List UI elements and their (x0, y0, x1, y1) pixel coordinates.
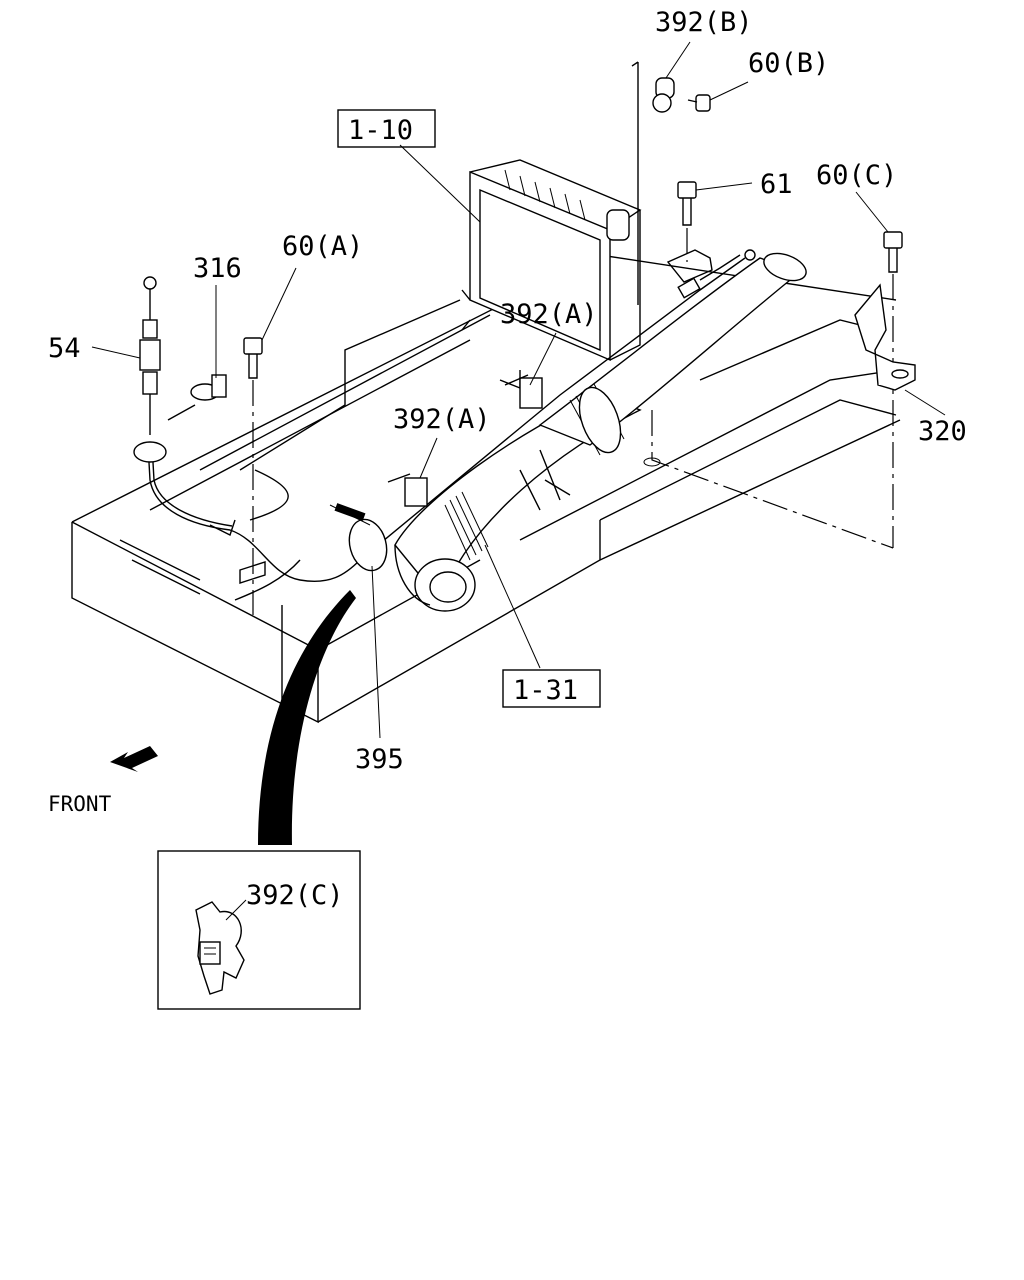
label-392b: 392(B) (655, 7, 753, 38)
front-arrow-icon (110, 746, 158, 772)
label-ref-1-31: 1-31 (513, 675, 578, 706)
detail-arrow (258, 590, 356, 845)
clip-392a-lower (387, 473, 428, 507)
clip-392b (631, 61, 711, 305)
bracket-320 (643, 283, 916, 549)
clamp-395 (329, 503, 388, 572)
label-61: 61 (760, 169, 793, 200)
label-392a-lower: 392(A) (393, 404, 491, 435)
label-60c: 60(C) (816, 160, 897, 191)
label-54: 54 (48, 333, 81, 364)
intake-duct (394, 252, 807, 612)
chassis-frame (71, 254, 901, 724)
label-392c: 392(C) (246, 880, 344, 911)
label-ref-1-10: 1-10 (348, 115, 413, 146)
label-60b: 60(B) (748, 48, 829, 79)
control-cable (133, 249, 756, 582)
label-316: 316 (193, 253, 242, 284)
bolt-60a (239, 337, 266, 615)
ref-box-1-10 (337, 109, 436, 148)
clip-316 (167, 374, 227, 421)
label-320: 320 (918, 416, 967, 447)
label-front: FRONT (48, 792, 112, 816)
clip-392c (195, 901, 245, 995)
radiator (461, 159, 642, 390)
label-395: 395 (355, 744, 404, 775)
ref-box-1-31 (502, 669, 601, 708)
clip-392a-upper (504, 374, 543, 409)
bolt-60c (883, 231, 903, 548)
label-60a: 60(A) (282, 231, 363, 262)
leader-lines (91, 41, 946, 739)
label-392a-upper: 392(A) (500, 299, 598, 330)
detail-inset (157, 850, 361, 1010)
